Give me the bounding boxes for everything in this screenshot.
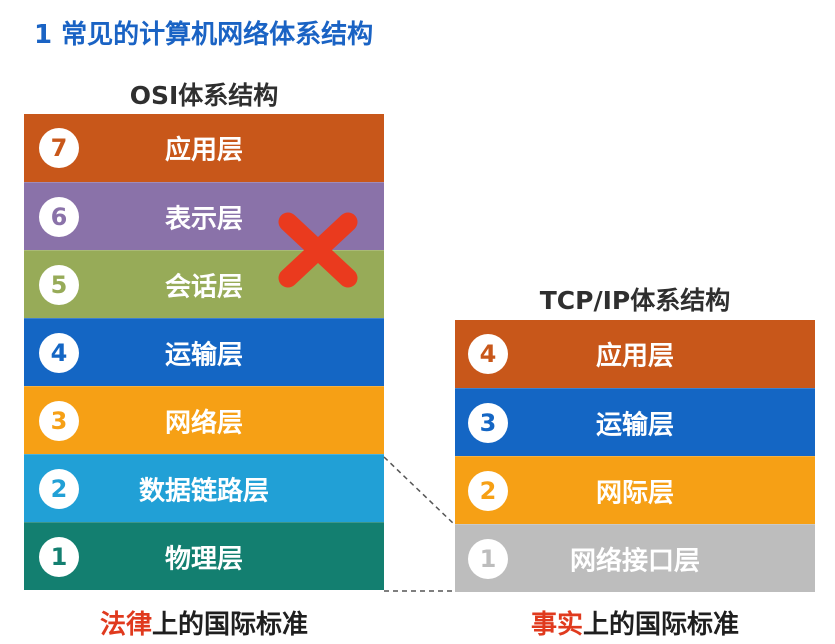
osi-layer-number-icon: 1 bbox=[39, 536, 79, 577]
osi-layer-name: 会话层 bbox=[164, 272, 244, 302]
tcpip-caption-highlight: 事实 bbox=[530, 610, 583, 640]
osi-layer-4: 4 运输层 bbox=[24, 318, 384, 386]
tcpip-layer-number-icon: 3 bbox=[468, 402, 508, 443]
tcpip-layer-3: 3 运输层 bbox=[455, 388, 815, 456]
osi-caption-rest: 上的国际标准 bbox=[152, 610, 309, 640]
tcpip-layer-number-icon: 2 bbox=[468, 470, 508, 511]
tcpip-stack: 4 应用层 3 运输层 2 网际层 1 网络接口层 bbox=[455, 320, 815, 592]
tcpip-layer-2: 2 网际层 bbox=[455, 456, 815, 524]
tcpip-layer-4: 4 应用层 bbox=[455, 320, 815, 388]
osi-layer-number-icon: 4 bbox=[39, 332, 79, 373]
osi-layer-6: 6 表示层 bbox=[24, 182, 384, 250]
osi-layer-5: 5 会话层 bbox=[24, 250, 384, 318]
tcpip-layer-1: 1 网络接口层 bbox=[455, 524, 815, 592]
tcpip-layer-name: 网络接口层 bbox=[569, 546, 701, 576]
tcpip-layer-number-icon: 1 bbox=[468, 538, 508, 579]
tcpip-layer-number-icon: 4 bbox=[468, 334, 508, 374]
osi-layer-number-icon: 5 bbox=[39, 264, 79, 305]
tcpip-caption: 事实上的国际标准 bbox=[455, 604, 815, 641]
osi-layer-name: 数据链路层 bbox=[138, 476, 270, 506]
tcpip-caption-rest: 上的国际标准 bbox=[583, 610, 740, 640]
tcpip-layer-name: 运输层 bbox=[595, 410, 675, 440]
osi-caption-highlight: 法律 bbox=[99, 610, 152, 640]
osi-layer-name: 物理层 bbox=[164, 544, 244, 574]
osi-layer-1: 1 物理层 bbox=[24, 522, 384, 590]
page-heading: 1 常见的计算机网络体系结构 bbox=[34, 20, 374, 50]
osi-layer-number-icon: 6 bbox=[39, 196, 79, 237]
tcpip-layer-name: 网际层 bbox=[595, 478, 675, 508]
osi-layer-number-icon: 7 bbox=[39, 128, 79, 168]
osi-title: OSI体系结构 bbox=[129, 81, 279, 110]
osi-caption: 法律上的国际标准 bbox=[24, 604, 384, 641]
osi-layer-number-icon: 2 bbox=[39, 468, 79, 509]
osi-layer-name: 表示层 bbox=[164, 204, 244, 234]
osi-layer-number-icon: 3 bbox=[39, 400, 79, 441]
osi-layer-name: 应用层 bbox=[164, 135, 244, 166]
tcpip-layer-name: 应用层 bbox=[595, 341, 675, 372]
osi-layer-name: 运输层 bbox=[164, 340, 244, 370]
osi-stack: 7 应用层 6 表示层 5 会话层 4 运输层 3 网络层 2 数据链路层 1 物理层 bbox=[24, 114, 384, 590]
osi-layer-7: 7 应用层 bbox=[24, 114, 384, 182]
connector-top-dashed bbox=[383, 456, 456, 526]
osi-layer-name: 网络层 bbox=[164, 408, 244, 438]
osi-layer-3: 3 网络层 bbox=[24, 386, 384, 454]
tcpip-title: TCP/IP体系结构 bbox=[539, 286, 731, 315]
osi-layer-2: 2 数据链路层 bbox=[24, 454, 384, 522]
